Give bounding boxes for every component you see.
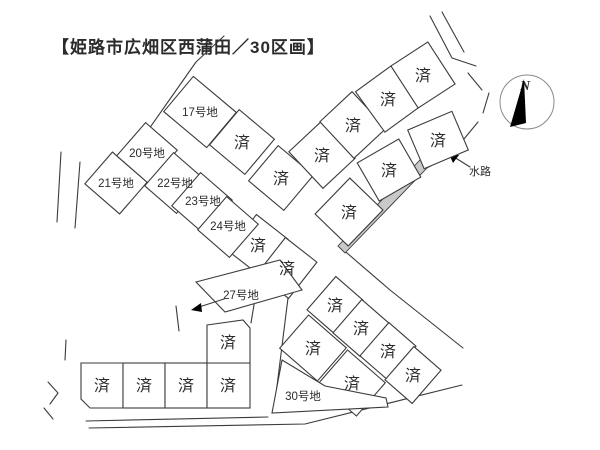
plot-label-22: 22号地 (157, 177, 193, 190)
waterway-arrow (453, 156, 471, 168)
sold-marker: 済 (341, 204, 357, 222)
sold-marker: 済 (380, 343, 396, 361)
sold-marker: 済 (94, 377, 110, 395)
plot-shape-sold (384, 345, 442, 405)
sold-marker: 済 (220, 334, 236, 352)
plot-label-17: 17号地 (182, 106, 218, 119)
sold-marker: 済 (234, 134, 250, 152)
sold-marker: 済 (344, 375, 360, 393)
plot-27-arrowhead (191, 303, 202, 312)
plot-shape-sold (278, 314, 348, 382)
plot-shape-sold (80, 362, 124, 409)
plot-shape-sold (390, 41, 456, 109)
compass-circle (499, 74, 555, 130)
sold-marker: 済 (353, 320, 369, 338)
plot-shape-sold (247, 144, 315, 212)
sold-marker: 済 (345, 117, 361, 135)
sold-marker: 済 (273, 170, 289, 188)
plot-shape-30 (271, 359, 389, 414)
plot-shape-sold (406, 110, 470, 170)
sold-plot-labels: 済 済 済 済 済 済 済 済 済 済 済 済 済 済 済 済 済 済 済 済 … (94, 67, 446, 395)
sold-marker: 済 (415, 67, 431, 85)
compass: N (499, 74, 555, 130)
plot-label-20: 20号地 (129, 147, 165, 160)
plot-label-21: 21号地 (98, 177, 134, 190)
sold-marker: 済 (279, 260, 295, 278)
plot-shape-sold (206, 319, 251, 364)
sold-marker: 済 (136, 377, 152, 395)
plot-label-23: 23号地 (185, 195, 221, 208)
sold-marker: 済 (250, 237, 266, 255)
plot-label-27: 27号地 (223, 289, 259, 302)
sold-marker: 済 (314, 147, 330, 165)
sold-marker: 済 (405, 367, 421, 385)
sold-marker: 済 (381, 162, 397, 180)
sold-marker: 済 (178, 377, 194, 395)
plot-shape-sold (206, 362, 251, 409)
available-plot-labels: 17号地 20号地 21号地 22号地 23号地 24号地 27号地 30号地 (98, 106, 321, 403)
plot-shape-sold (208, 108, 276, 176)
plot-label-24: 24号地 (210, 220, 246, 233)
sold-marker: 済 (430, 132, 446, 150)
waterway-label: 水路 (469, 165, 491, 178)
sold-marker: 済 (220, 377, 236, 395)
sold-marker: 済 (327, 297, 343, 315)
page-title: 【姫路市広畑区西蒲田／30区画】 (52, 37, 325, 57)
compass-needle-icon (510, 79, 526, 127)
sold-marker: 済 (380, 91, 396, 109)
road-lines (43, 11, 490, 429)
plot-shape-sold (314, 177, 384, 247)
plot-shape-24 (196, 195, 260, 259)
plot-label-30: 30号地 (285, 390, 321, 403)
plot-shape-sold (356, 138, 422, 202)
plot-shapes (80, 41, 470, 417)
sold-marker: 済 (305, 340, 321, 358)
